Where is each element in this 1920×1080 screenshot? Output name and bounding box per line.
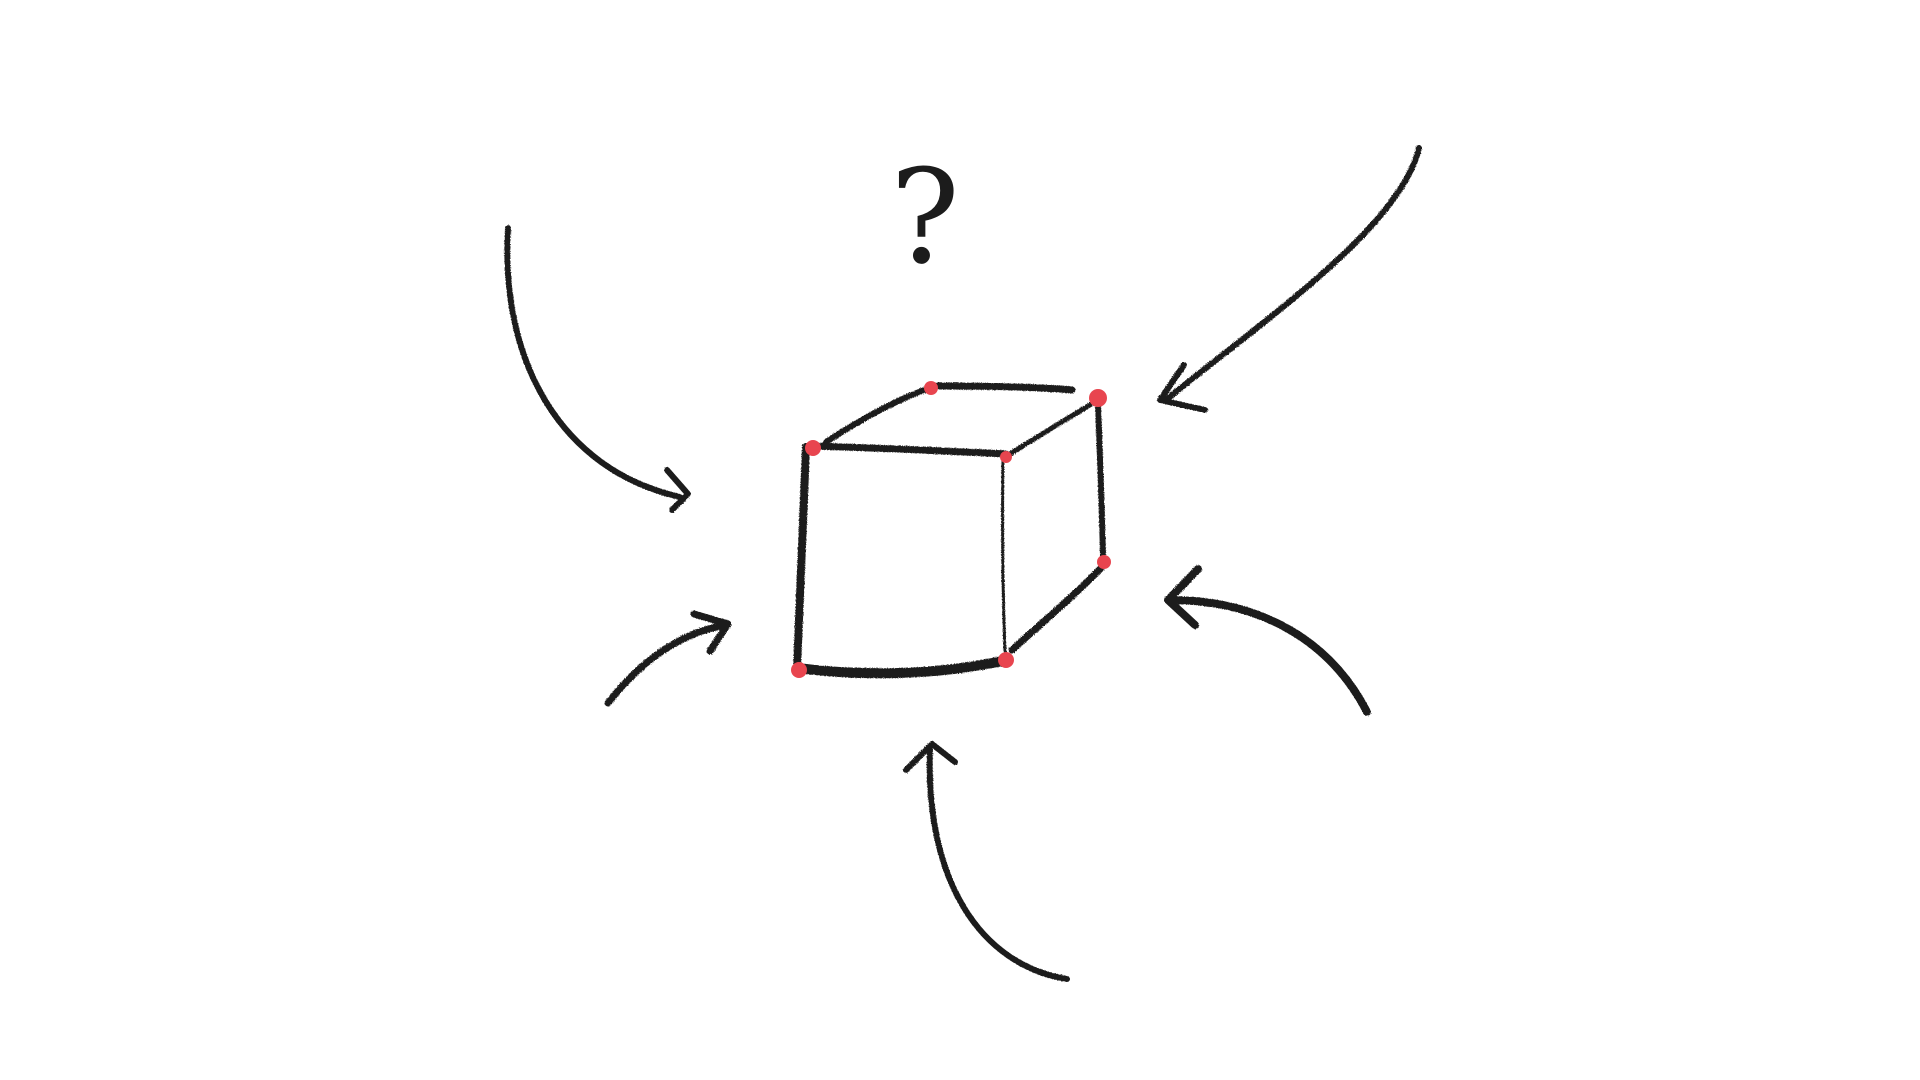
arrow-bottom-shaft bbox=[926, 745, 1070, 982]
cube-front-top-edge bbox=[808, 442, 1010, 458]
vertex-dot-top-back bbox=[924, 381, 938, 395]
arrow-bottom bbox=[903, 741, 1070, 982]
cube-back-right-edge bbox=[1095, 399, 1106, 560]
question-mark-glyph: ? bbox=[890, 141, 960, 293]
arrow-lower-left bbox=[604, 610, 732, 707]
arrow-bottom-head bbox=[903, 741, 958, 773]
arrows bbox=[504, 145, 1422, 982]
question-mark: ? bbox=[890, 141, 960, 293]
cube-front-left-edge bbox=[793, 443, 810, 672]
arrow-upper-left bbox=[504, 225, 691, 513]
vertex-dot-front-bottom-left bbox=[791, 662, 807, 678]
arrow-upper-right-shaft bbox=[1163, 145, 1422, 403]
vertex-dot-front-bottom-right bbox=[998, 652, 1014, 668]
cube-top-back-edge bbox=[933, 382, 1076, 394]
arrow-upper-left-head bbox=[664, 467, 691, 513]
arrow-lower-right bbox=[1164, 565, 1371, 716]
arrow-upper-left-shaft bbox=[504, 225, 683, 500]
arrow-lower-right-head bbox=[1164, 565, 1202, 629]
cube-top-left-edge bbox=[823, 385, 933, 445]
cube-top-right-edge bbox=[1007, 397, 1101, 457]
vertex-dot-front-top-left bbox=[805, 440, 821, 456]
vertex-dot-front-top-right bbox=[1000, 451, 1012, 463]
cube-front-right-edge bbox=[1001, 458, 1007, 654]
arrow-upper-right-head bbox=[1157, 362, 1208, 413]
arrow-lower-right-shaft bbox=[1166, 596, 1371, 716]
cube-front-bottom-edge bbox=[792, 655, 1012, 679]
vertex-dot-right-mid bbox=[1097, 555, 1111, 569]
cube-bottom-right-edge bbox=[1008, 564, 1105, 654]
arrow-upper-right bbox=[1157, 145, 1422, 413]
arrow-lower-left-shaft bbox=[604, 621, 731, 707]
vertex-dot-top-right bbox=[1089, 389, 1107, 407]
arrow-lower-left-head bbox=[690, 610, 732, 655]
cube-vertices bbox=[791, 381, 1111, 678]
cube-icon bbox=[792, 382, 1106, 679]
